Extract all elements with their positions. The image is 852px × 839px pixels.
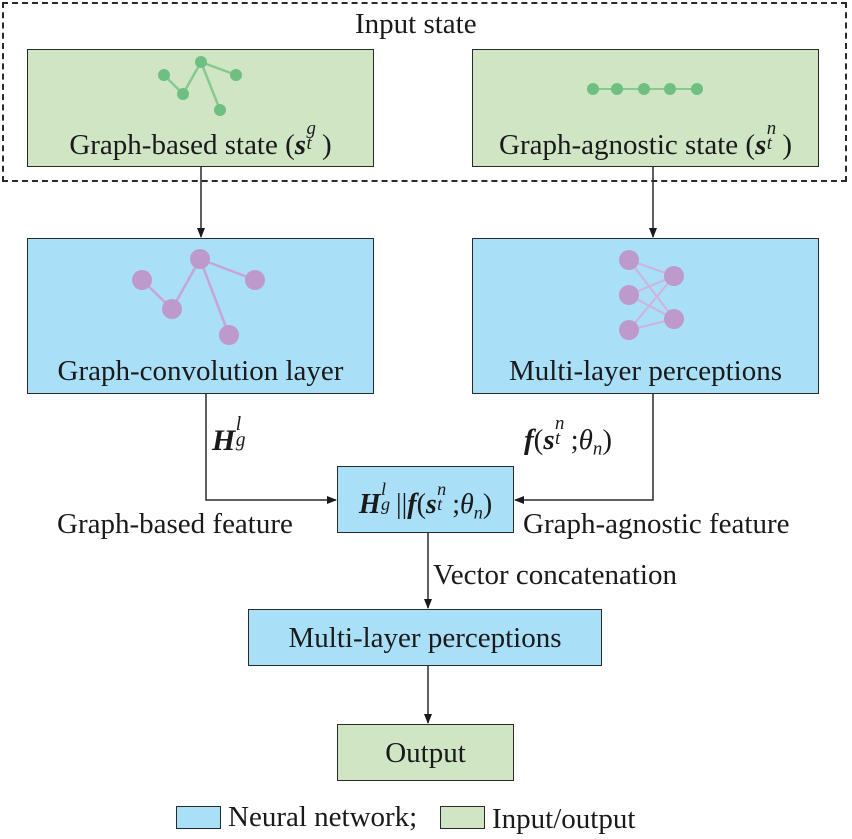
output-label: Output xyxy=(385,737,466,769)
legend-swatch-neural-network xyxy=(176,806,221,829)
mlp-bottom-label: Multi-layer perceptions xyxy=(288,622,562,654)
graph-structure-icon xyxy=(158,56,242,116)
mlp-top-box: Multi-layer perceptions xyxy=(472,238,819,394)
graph-convolution-icon xyxy=(132,249,265,345)
legend-label-input-output: Input/output xyxy=(492,803,636,835)
input-state-group xyxy=(2,2,847,182)
graph-based-feature-label: Graph-based feature xyxy=(57,508,293,540)
mlp-top-label: Multi-layer perceptions xyxy=(509,355,782,387)
mlp-bottom-box: Multi-layer perceptions xyxy=(248,609,602,666)
edge-mlp-to-concat xyxy=(514,394,654,504)
edge-gcn-to-concat xyxy=(205,394,337,504)
input-state-title: Input state xyxy=(355,8,477,40)
neural-network-icon xyxy=(619,250,684,340)
vector-concatenation-label: Vector concatenation xyxy=(433,559,677,591)
output-box: Output xyxy=(337,724,514,781)
legend-swatch-input-output xyxy=(440,806,485,829)
graph-agnostic-feature-label: Graph-agnostic feature xyxy=(523,508,790,540)
legend-label-neural-network: Neural network; xyxy=(228,801,418,833)
node-chain-icon xyxy=(587,83,703,95)
graph-convolution-layer-label: Graph-convolution layer xyxy=(57,355,344,387)
